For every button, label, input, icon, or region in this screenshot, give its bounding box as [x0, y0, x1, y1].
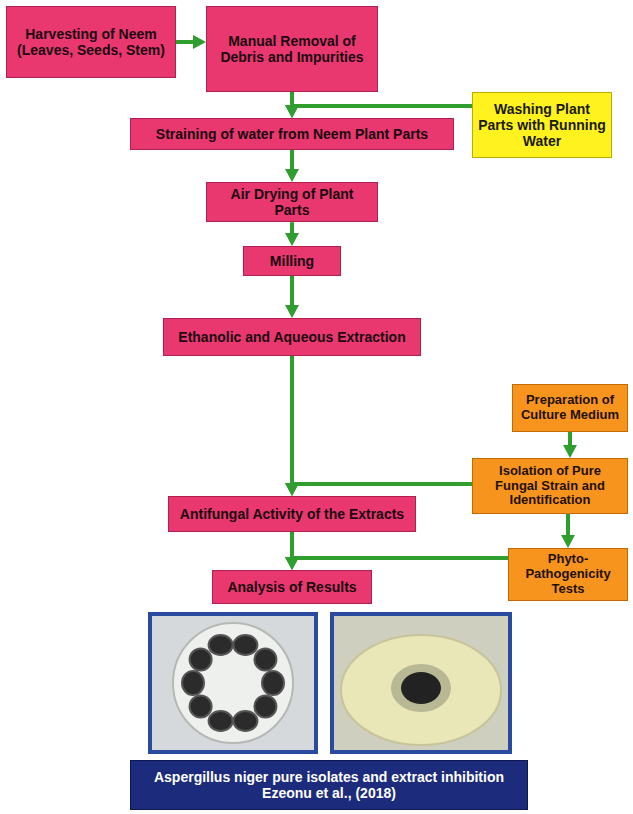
arrow-head: [285, 105, 299, 118]
box-text: Aspergillus niger pure isolates and extr…: [154, 769, 504, 785]
flow-arrow: [285, 532, 299, 570]
box-text: Antifungal Activity of the Extracts: [180, 506, 404, 522]
flow-arrow: [563, 432, 577, 458]
box-text: Manual Removal of Debris and Impurities: [212, 33, 372, 65]
box-text: Air Drying of Plant Parts: [212, 186, 372, 218]
arrow-head: [285, 557, 299, 570]
process-box: Milling: [243, 246, 341, 276]
arrow-head: [285, 557, 299, 570]
fungal-step-box: Phyto-Pathogenicity Tests: [508, 548, 628, 601]
arrow-head: [285, 483, 299, 496]
box-text: Straining of water from Neem Plant Parts: [156, 126, 428, 142]
process-box: Analysis of Results: [212, 570, 372, 604]
flow-arrow: [285, 483, 472, 496]
box-text: Phyto-Pathogenicity Tests: [514, 552, 622, 597]
box-text: Isolation of Pure Fungal Strain and Iden…: [478, 464, 622, 509]
left-photo: [150, 614, 316, 752]
flow-arrow: [561, 514, 575, 548]
arrow-line: [292, 484, 472, 486]
arrow-line: [290, 150, 294, 172]
process-box: Ethanolic and Aqueous Extraction: [163, 318, 421, 356]
right-photo: [332, 614, 510, 752]
caption-band: Aspergillus niger pure isolates and extr…: [130, 760, 528, 810]
flow-arrow: [285, 222, 299, 246]
process-box: Manual Removal of Debris and Impurities: [206, 6, 378, 92]
box-text: Ezeonu et al., (2018): [262, 785, 396, 801]
flow-arrow: [285, 92, 299, 118]
arrow-head: [285, 169, 299, 182]
arrow-head: [193, 35, 206, 49]
arrow-head: [285, 105, 299, 118]
arrow-line: [290, 532, 294, 560]
flow-arrow: [285, 105, 472, 118]
arrow-head: [561, 535, 575, 548]
arrow-head: [285, 305, 299, 318]
process-box: Air Drying of Plant Parts: [206, 182, 378, 222]
flow-arrow: [285, 557, 508, 570]
arrow-line: [290, 356, 294, 486]
process-box: Straining of water from Neem Plant Parts: [130, 118, 454, 150]
fungal-step-box: Isolation of Pure Fungal Strain and Iden…: [472, 458, 628, 514]
arrow-line: [292, 558, 508, 560]
process-box: Harvesting of Neem (Leaves, Seeds, Stem): [6, 6, 176, 78]
flow-arrow: [285, 356, 299, 496]
arrow-head: [563, 445, 577, 458]
box-text: Preparation of Culture Medium: [518, 393, 622, 423]
box-text: Milling: [270, 253, 314, 269]
flow-arrow: [176, 35, 206, 49]
arrow-head: [285, 233, 299, 246]
box-text: Washing Plant Parts with Running Water: [478, 101, 606, 149]
flow-arrow: [285, 276, 299, 318]
flow-arrow: [285, 150, 299, 182]
arrow-head: [285, 483, 299, 496]
box-text: Harvesting of Neem (Leaves, Seeds, Stem): [12, 26, 170, 58]
arrow-line: [292, 106, 472, 108]
input-box: Washing Plant Parts with Running Water: [472, 92, 612, 158]
box-text: Ethanolic and Aqueous Extraction: [178, 329, 405, 345]
arrow-line: [566, 514, 570, 538]
arrow-line: [290, 276, 294, 308]
box-text: Analysis of Results: [227, 579, 356, 595]
fungal-step-box: Preparation of Culture Medium: [512, 384, 628, 432]
process-box: Antifungal Activity of the Extracts: [168, 496, 416, 532]
